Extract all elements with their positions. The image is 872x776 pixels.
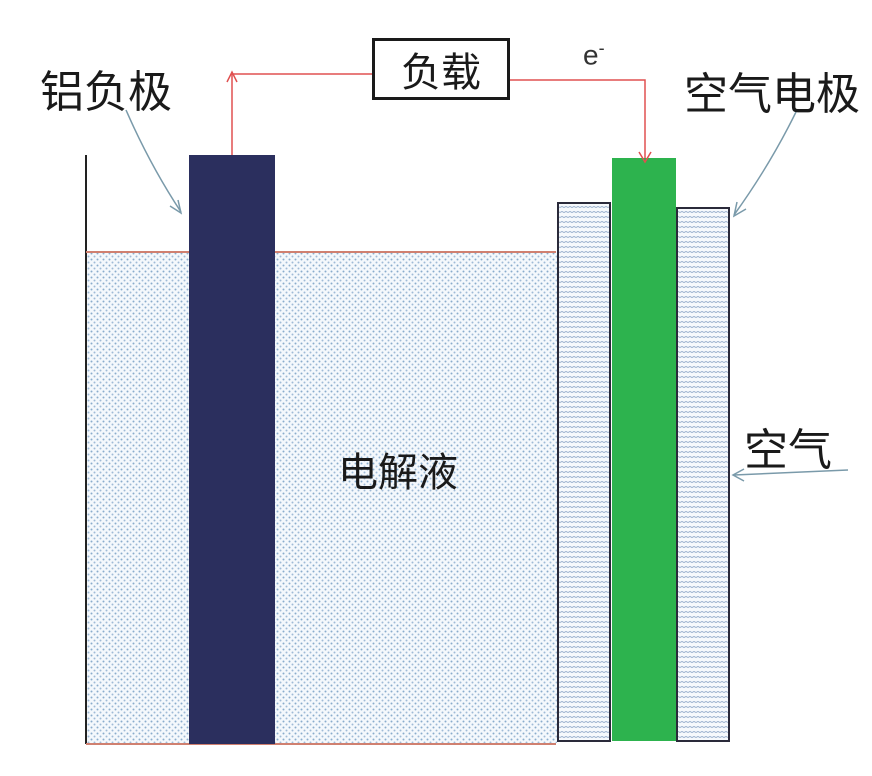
air-electrode-label: 空气电极 bbox=[684, 69, 860, 120]
air-cathode bbox=[612, 158, 676, 741]
air-pointer-head bbox=[731, 468, 745, 482]
electrolyte-fill bbox=[87, 252, 557, 743]
external-circuit-wire bbox=[231, 73, 646, 158]
cathode-pointer-head bbox=[732, 201, 747, 218]
arrow-head-cathode bbox=[638, 151, 652, 164]
right-membrane bbox=[676, 207, 730, 742]
arrow-head-anode bbox=[226, 70, 238, 83]
electron-symbol: e bbox=[583, 39, 599, 71]
air-pointer bbox=[733, 469, 849, 476]
aluminum-anode bbox=[189, 155, 275, 744]
left-membrane bbox=[557, 202, 611, 742]
cathode-pointer bbox=[733, 111, 797, 216]
anode-pointer-head bbox=[169, 199, 183, 215]
air-label: 空气 bbox=[744, 425, 832, 476]
electron-charge: - bbox=[598, 38, 605, 58]
anode-pointer bbox=[125, 109, 182, 213]
load-label: 负载 bbox=[372, 38, 510, 100]
anode-label: 铝负极 bbox=[40, 67, 172, 118]
electrolyte-label: 电解液 bbox=[338, 450, 458, 496]
electron-label: e- bbox=[583, 38, 605, 71]
